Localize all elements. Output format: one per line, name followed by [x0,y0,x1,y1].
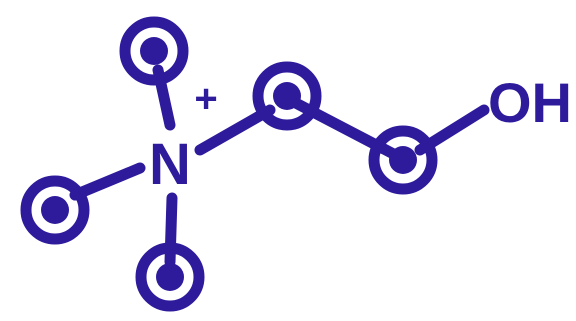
carbon-atoms [20,16,438,312]
chain-carbon-2 [368,125,438,195]
positive-charge-label: + [194,77,217,121]
methyl-carbon-top [119,16,189,86]
bond-nitrogen-methyl-left [69,162,146,201]
nitrogen-atom-label: N [149,132,191,197]
hydroxyl-group-label: OH [488,71,572,134]
bond-nitrogen-carbon-1 [194,104,276,156]
methyl-carbon-left [20,175,90,245]
methyl-carbon-bottom [135,242,205,312]
chain-carbon-1 [252,61,322,131]
